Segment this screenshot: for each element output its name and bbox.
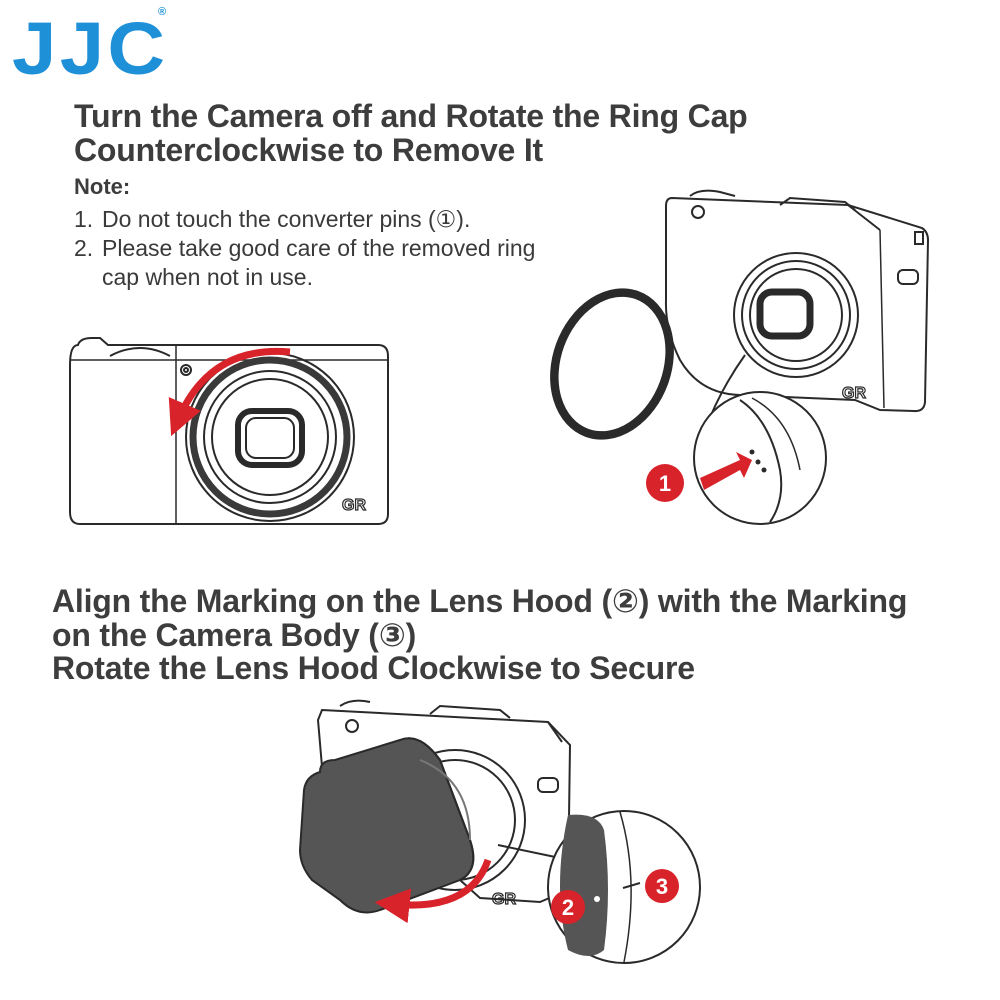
marker-badge-label: 2	[562, 895, 574, 920]
section2-title: Align the Marking on the Lens Hood (②) w…	[52, 583, 952, 687]
note-item-text: Do not touch the converter pins (①).	[102, 206, 471, 232]
camera-logo: GR	[842, 385, 866, 402]
section1-title-line2: Counterclockwise to Remove It	[74, 131, 543, 168]
note-item-number: 2.	[74, 235, 94, 261]
camera-logo: GR	[342, 497, 366, 514]
converter-pins-zoom-illustration	[693, 354, 827, 525]
clockwise-arrow-icon	[374, 858, 492, 924]
marker-badge: 2	[551, 890, 585, 924]
note-list: 1. Do not touch the converter pins (①). …	[74, 205, 544, 292]
note-title: Note:	[74, 174, 131, 199]
ring-cap-illustration	[550, 288, 674, 440]
section1-title: Turn the Camera off and Rotate the Ring …	[74, 98, 794, 168]
registered-mark: ®	[158, 6, 167, 18]
marker-badge-label: 1	[659, 471, 671, 496]
markings-zoom-illustration	[497, 810, 701, 964]
section2-title-line2: on the Camera Body (③)	[52, 616, 417, 653]
marker-badge: 1	[646, 464, 684, 502]
section1-title-line1: Turn the Camera off and Rotate the Ring …	[74, 98, 748, 134]
counterclockwise-arrow-icon	[168, 347, 291, 437]
camera-angled-illustration	[664, 189, 930, 413]
brand-logo-text: JJC	[12, 7, 169, 90]
note-item: 2. Please take good care of the removed …	[74, 234, 544, 292]
lens-hood-illustration	[298, 737, 475, 914]
note-item-number: 1.	[74, 206, 94, 232]
camera-front-illustration	[69, 337, 389, 525]
brand-logo: JJC	[12, 12, 165, 86]
marker-badge-label: 3	[656, 874, 668, 899]
note-item-text: Please take good care of the removed rin…	[102, 235, 536, 290]
section2-title-line1: Align the Marking on the Lens Hood (②) w…	[52, 583, 908, 619]
note-item: 1. Do not touch the converter pins (①).	[74, 205, 544, 234]
section2-title-line3: Rotate the Lens Hood Clockwise to Secure	[52, 650, 695, 687]
marker-badge: 3	[645, 869, 679, 903]
camera-logo: GR	[492, 891, 516, 908]
